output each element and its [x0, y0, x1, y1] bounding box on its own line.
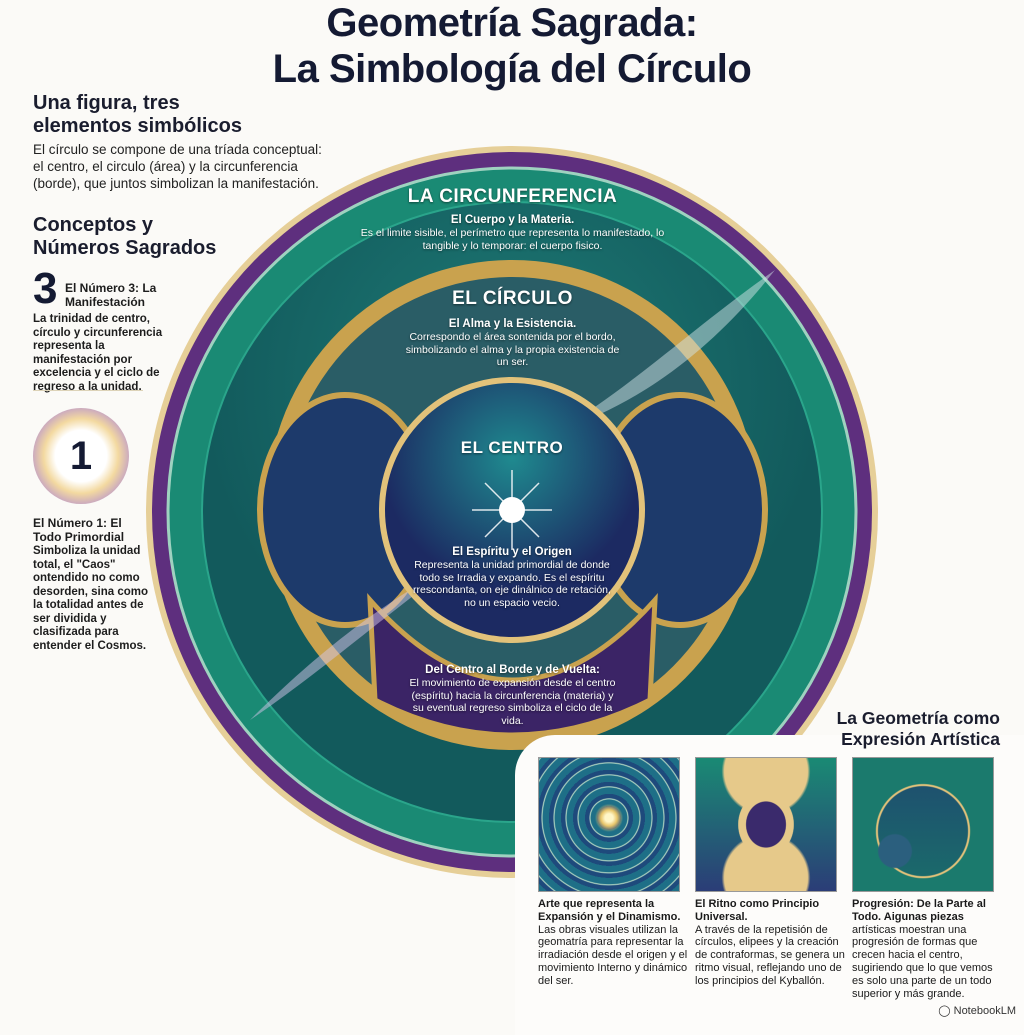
art-caption-3: Progresión: De la Parte al Todo. Aigunas…	[852, 898, 993, 1000]
number-1-badge: 1	[33, 408, 129, 504]
art-image-expansion	[538, 757, 680, 892]
section-heading-concepts: Conceptos y Números Sagrados	[33, 214, 217, 259]
label-centro: El Espíritu y el Origen Representa la un…	[413, 546, 611, 609]
art-image-progression	[852, 757, 994, 892]
label-centro-title: EL CENTRO	[460, 438, 564, 457]
art-image-rhythm	[695, 757, 837, 892]
art-heading: La Geometría como Expresión Artística	[836, 708, 1000, 749]
art-caption-2: El Ritno como Principio Universal.A trav…	[695, 898, 845, 987]
lower-lobe	[367, 593, 658, 738]
art-caption-1: Arte que representa la Expansión y el Di…	[538, 898, 688, 987]
center-point	[499, 497, 525, 523]
label-circunferencia: LA CIRCUNFERENCIA El Cuerpo y la Materia…	[360, 186, 665, 252]
numeral-1: 1	[69, 433, 93, 478]
page-title: Geometría Sagrada: La Simbología del Cír…	[272, 1, 752, 91]
number-3-text: La trinidad de centro, círculo y circunf…	[33, 313, 163, 393]
section-heading-elements: Una figura, tres elementos simbólicos	[33, 92, 242, 137]
notebooklm-logo-icon: ◯	[938, 1005, 951, 1017]
label-circulo: EL CÍRCULO El Alma y la Esistencia. Corr…	[405, 288, 620, 368]
number-1-text: Simboliza la unidad total, el "Caos" ont…	[33, 545, 149, 652]
intro-text: El círculo se compone de una tríada conc…	[33, 142, 322, 191]
divider	[33, 390, 143, 391]
label-movimiento: Del Centro al Borde y de Vuelta: El movi…	[409, 664, 616, 727]
number-3-title: El Número 3: La Manifestación	[65, 281, 157, 309]
ribbon	[250, 560, 460, 720]
notebooklm-watermark: ◯ NotebookLM	[938, 1005, 1016, 1017]
numeral-3: 3	[33, 264, 58, 313]
ribbon	[560, 270, 775, 430]
number-1-title: El Número 1: El Todo Primordial	[33, 516, 125, 544]
